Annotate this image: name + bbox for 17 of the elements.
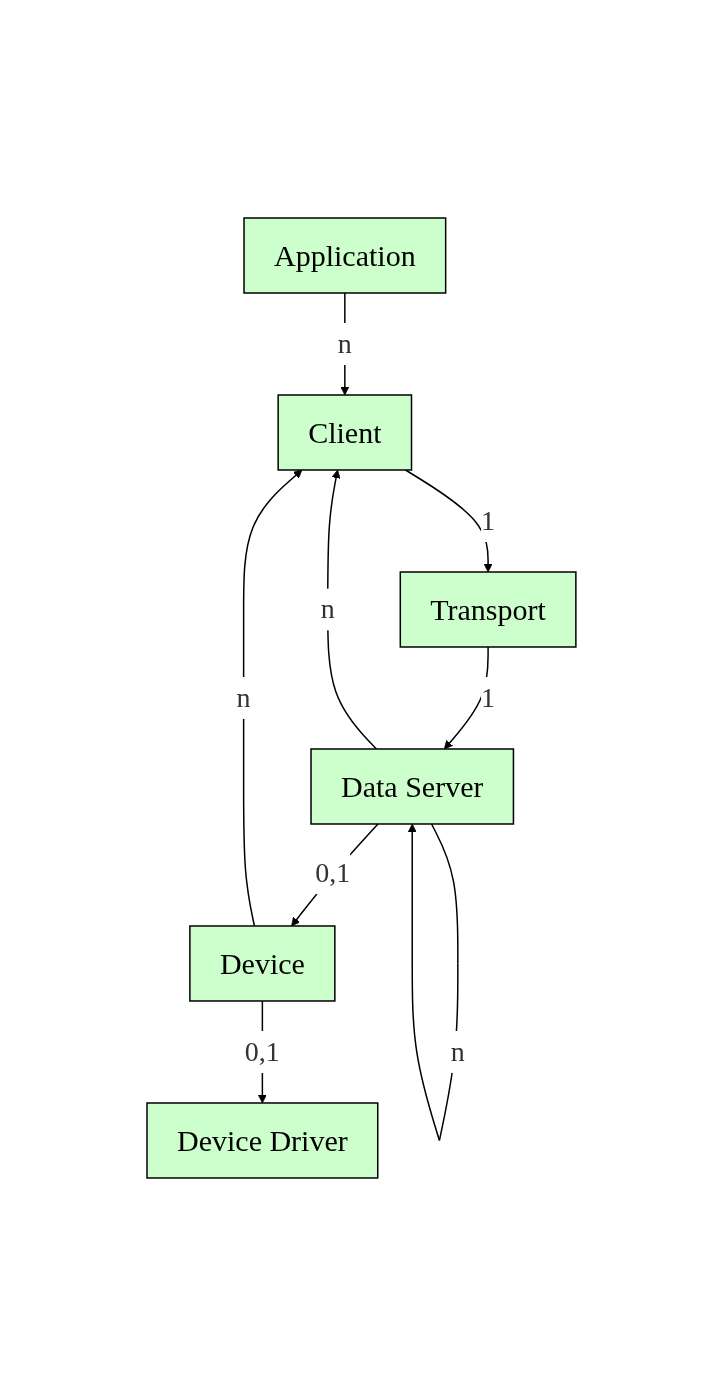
node-box: Transport: [399, 571, 577, 648]
edge-label: 0,1: [314, 857, 350, 889]
edge-label: n: [337, 328, 352, 359]
arrow: [404, 469, 493, 573]
edge-label: 0,1: [244, 1035, 280, 1067]
node-box: Data Server: [309, 748, 514, 825]
node-box: Application: [242, 217, 446, 294]
edge-label: n: [236, 681, 251, 713]
arrow: [242, 469, 302, 927]
edge-label: 1: [480, 681, 495, 713]
node-box: Device Driver: [145, 1102, 379, 1179]
arrow: [290, 823, 379, 927]
edge-label: n: [450, 1035, 465, 1067]
edge-label: 1: [480, 505, 495, 536]
edge-label: n: [320, 593, 335, 625]
node-box: Device: [188, 925, 336, 1002]
node-box: Client: [277, 394, 412, 471]
